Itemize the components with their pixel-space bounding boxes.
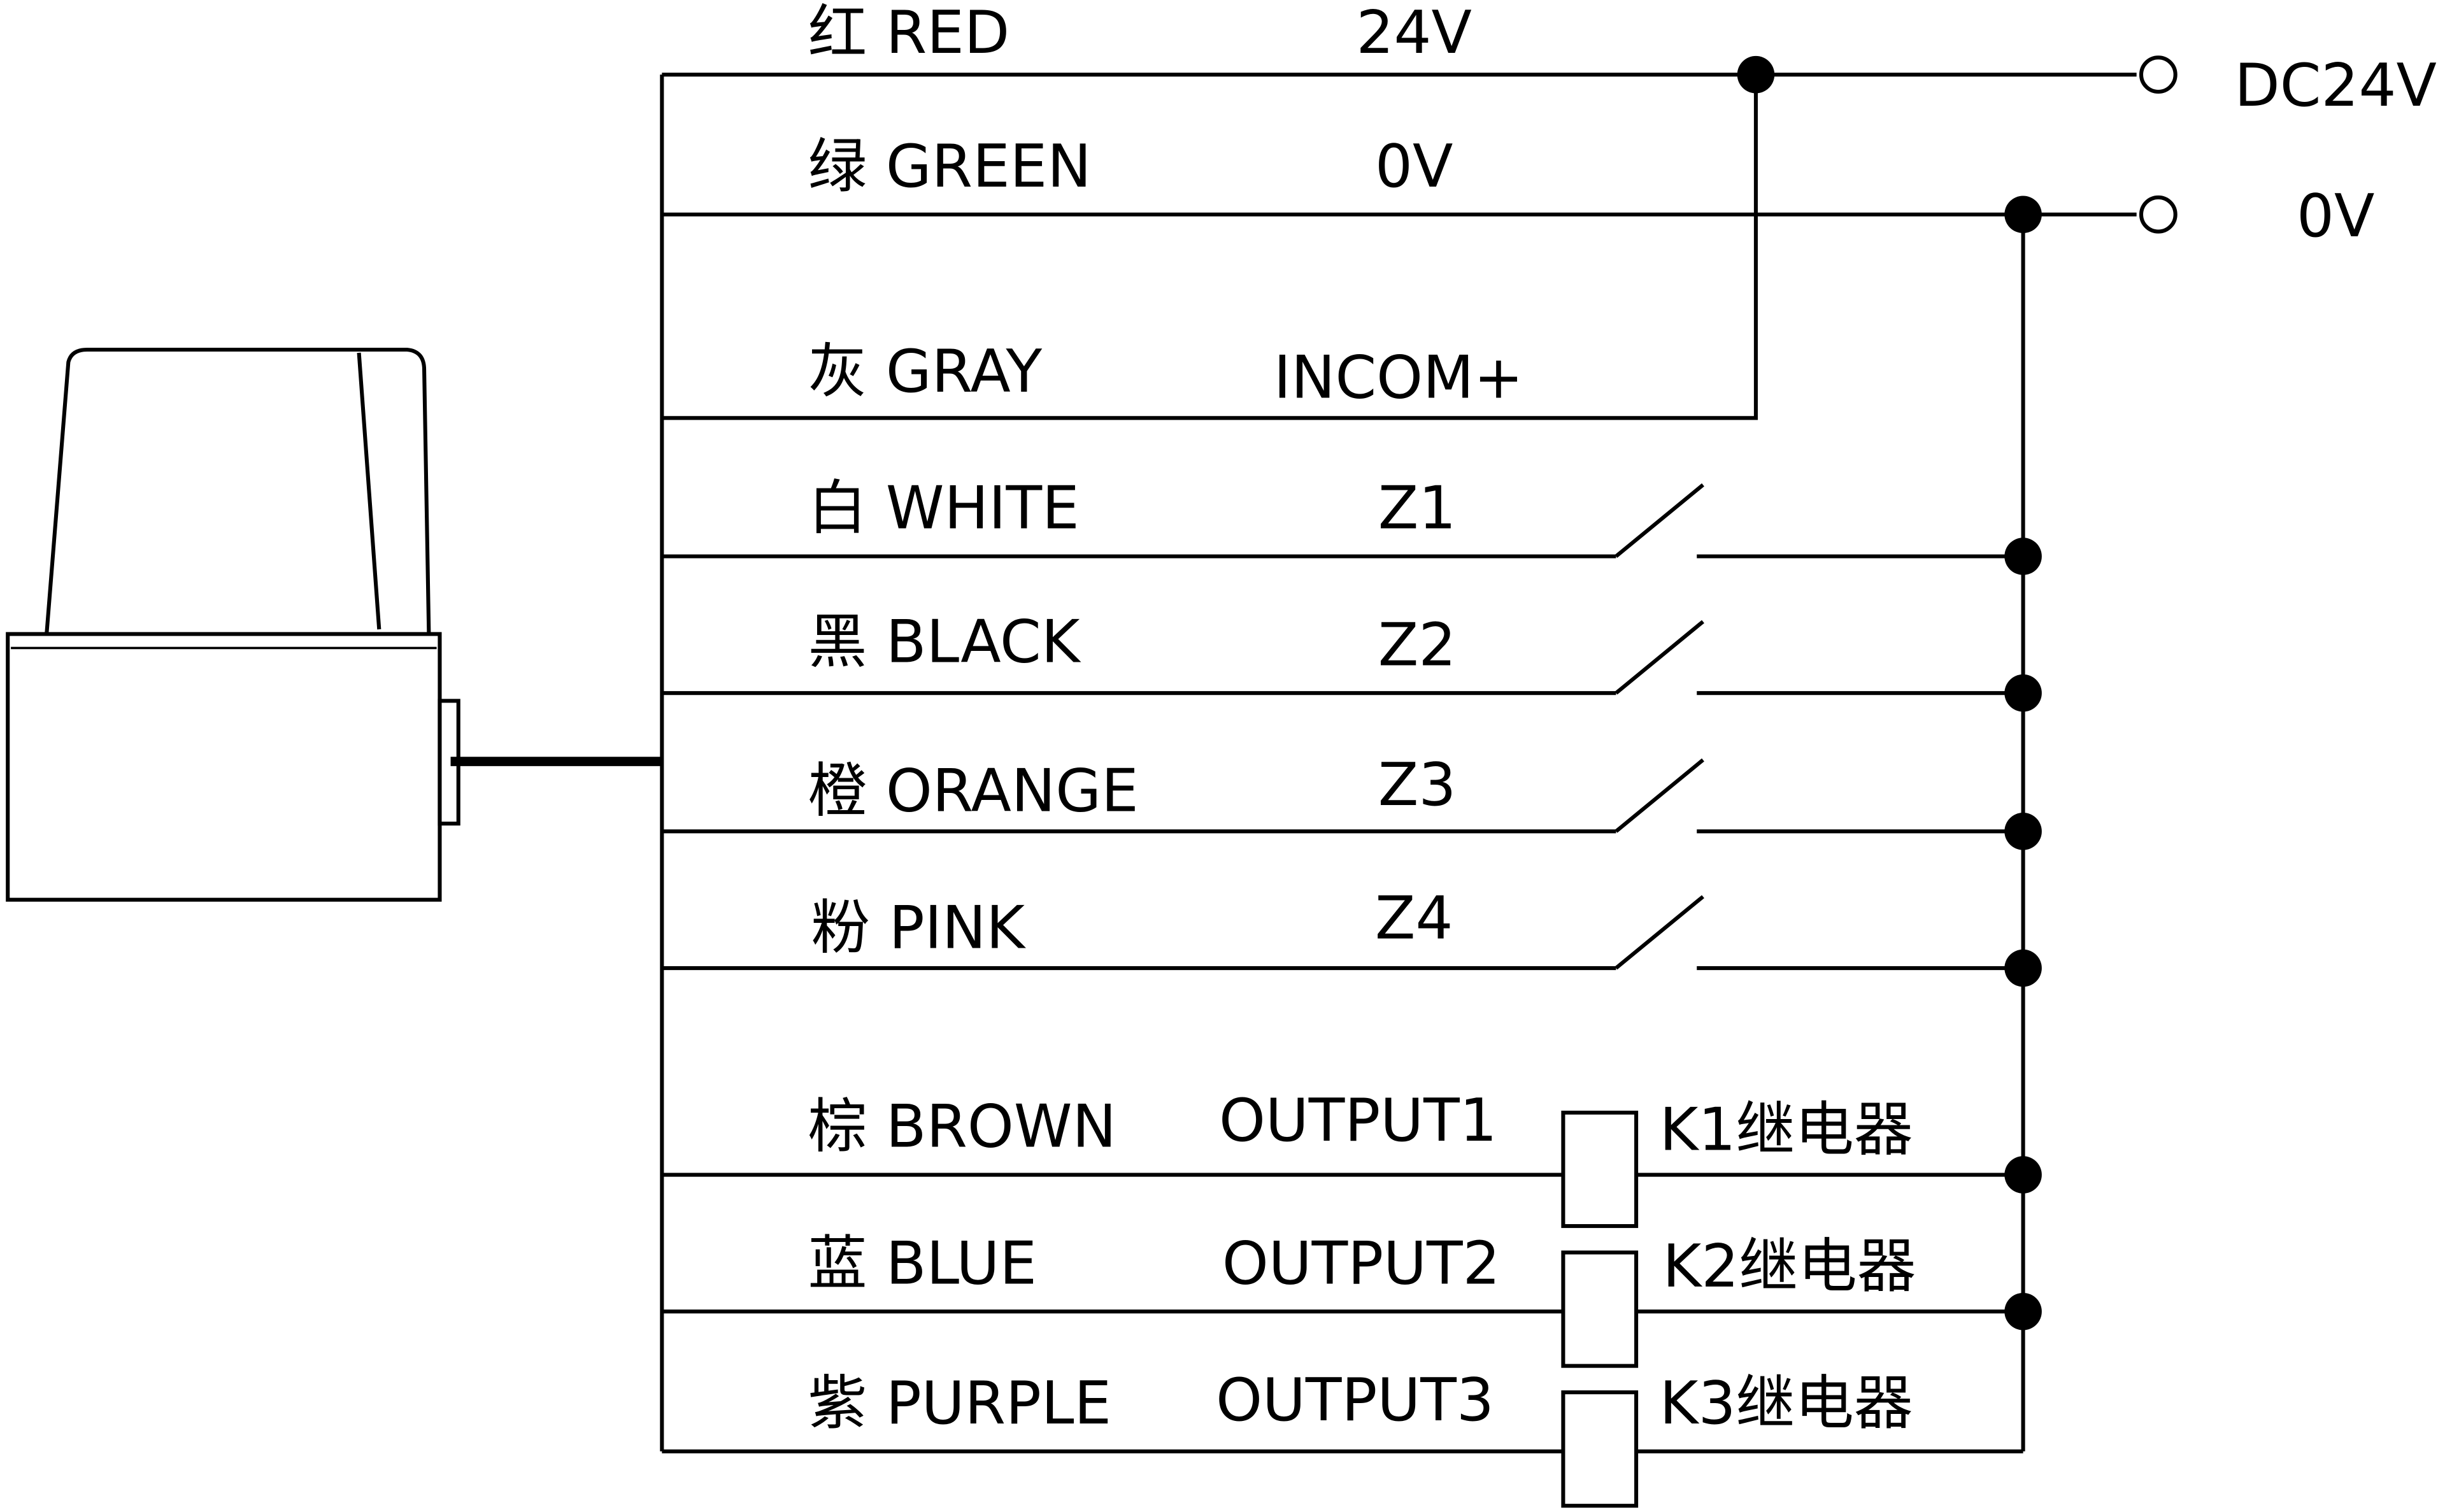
relay-label-k3: K3继电器: [1660, 1369, 1913, 1437]
wire-gray: [662, 75, 1758, 420]
wire-label-red: 红 RED: [808, 0, 1010, 67]
relay-label-k1: K1继电器: [1660, 1095, 1913, 1164]
junction-dot: [2004, 949, 2042, 987]
wire-label-orange: 橙 ORANGE: [808, 757, 1139, 825]
terminal-label-0v: 0V: [2297, 182, 2374, 250]
terminal-0v: [2139, 195, 2178, 234]
signal-label-z3: Z3: [1378, 750, 1457, 819]
junction-dot: [2004, 1292, 2042, 1330]
switch-z2: [1615, 620, 2023, 695]
wire-label-pink: 粉 PINK: [811, 893, 1027, 962]
junction-dot: [2004, 1156, 2042, 1194]
terminal-dc24v: [2139, 55, 2178, 94]
relay-label-k2: K2继电器: [1663, 1232, 1916, 1301]
signal-label-output2: OUTPUT2: [1222, 1229, 1501, 1297]
signal-label-incom: INCOM+: [1274, 343, 1523, 412]
wire-label-gray: 灰 GRAY: [808, 337, 1043, 406]
switch-z1: [1615, 483, 2023, 559]
signal-label-z1: Z1: [1378, 474, 1457, 543]
sensor-head-edge: [357, 352, 381, 630]
relay-coil-k1: [1561, 1110, 2023, 1229]
signal-label-24v: 24V: [1356, 0, 1471, 67]
sensor-head: [45, 347, 431, 634]
sensor-device: [6, 347, 662, 902]
relay-coil-k2: [1561, 1250, 2023, 1368]
wire-label-purple: 紫 PURPLE: [808, 1369, 1111, 1437]
signal-label-output3: OUTPUT3: [1216, 1366, 1494, 1434]
junction-dot: [2004, 674, 2042, 712]
junction-dot: [2004, 813, 2042, 850]
signal-label-z4: Z4: [1375, 884, 1453, 953]
junction-dot: [2004, 538, 2042, 575]
junction-dot: [1737, 55, 1775, 94]
junctions: [1737, 55, 2042, 1330]
signal-label-z2: Z2: [1378, 610, 1457, 679]
terminal-label-dc24v: DC24V: [2234, 51, 2437, 120]
signal-label-0v: 0V: [1375, 132, 1453, 201]
switch-z3: [1615, 758, 2023, 834]
wire-label-black: 黑 BLACK: [808, 607, 1081, 676]
signal-label-output1: OUTPUT1: [1219, 1086, 1497, 1155]
switch-z4: [1615, 895, 2023, 971]
junction-dot: [2004, 196, 2042, 234]
wire-label-white: 白 WHITE: [808, 474, 1080, 543]
relay-coil-k3: [1561, 1390, 2023, 1508]
wire-label-brown: 棕 BROWN: [808, 1092, 1116, 1161]
wire-label-blue: 蓝 BLUE: [808, 1229, 1037, 1297]
wire-label-green: 绿 GREEN: [808, 132, 1092, 201]
sensor-body: [6, 632, 442, 902]
